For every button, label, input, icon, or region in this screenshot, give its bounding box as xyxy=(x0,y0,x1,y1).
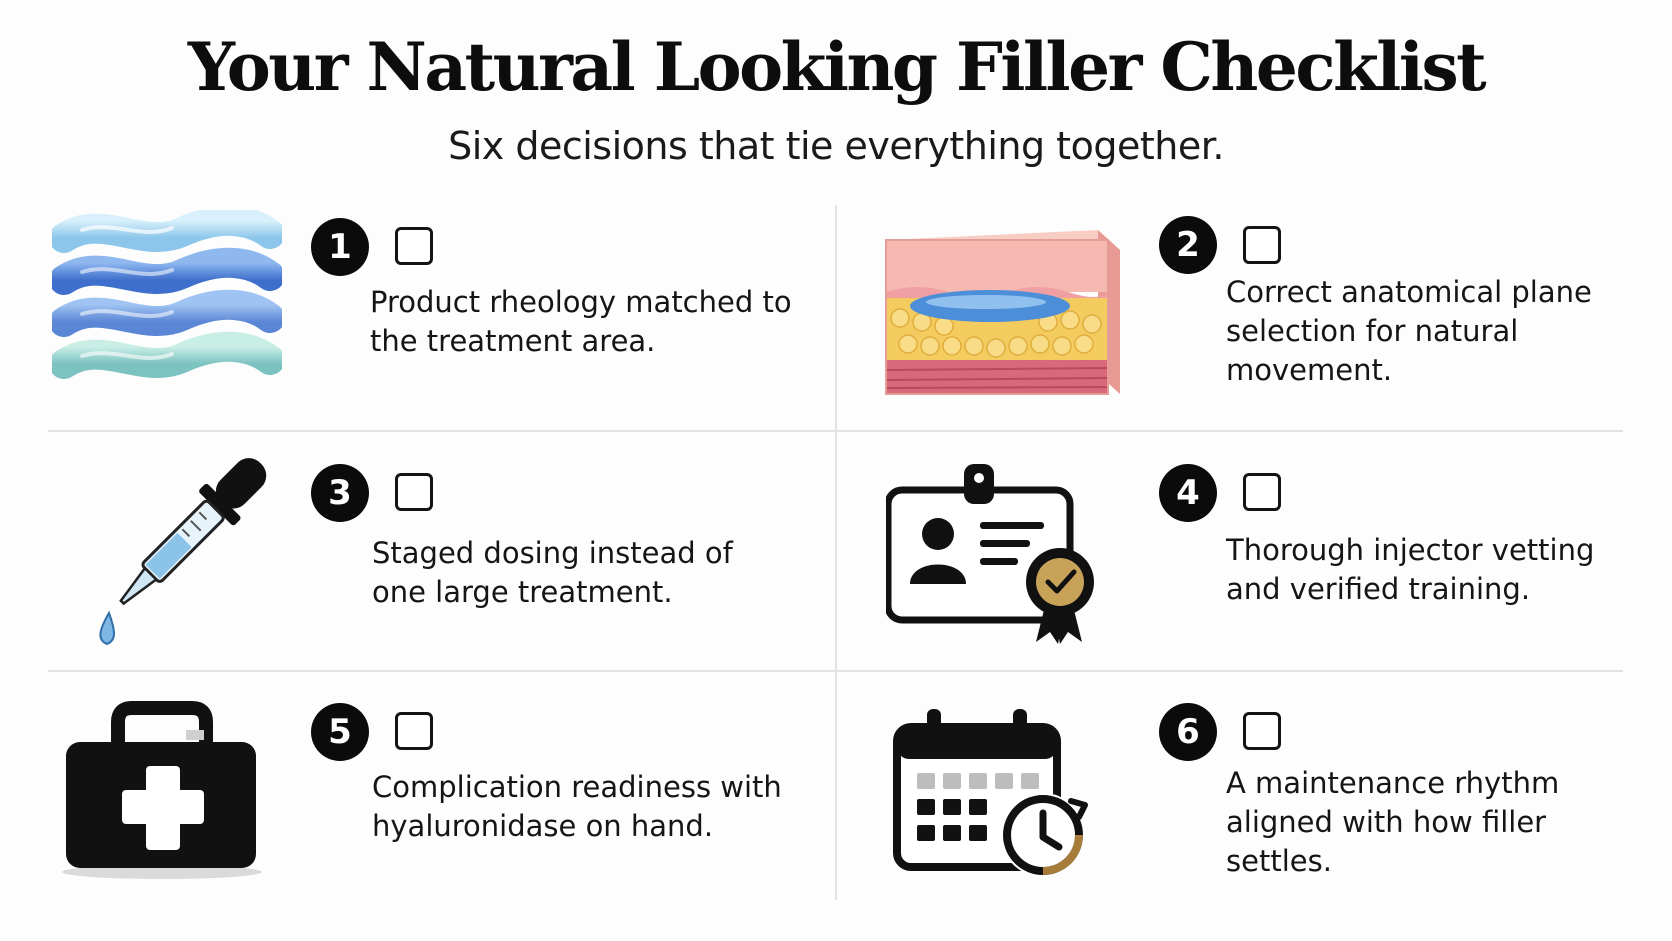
skin-layers-icon xyxy=(885,230,1120,395)
item-text-6: A maintenance rhythm aligned with how fi… xyxy=(1226,766,1560,878)
step-number-6: 6 xyxy=(1159,703,1217,761)
divider-row-2 xyxy=(48,670,1623,672)
item-text-1: Product rheology matched to the treatmen… xyxy=(370,285,792,358)
item-text-3: Staged dosing instead of one large treat… xyxy=(372,536,733,609)
dropper-icon xyxy=(99,458,267,646)
page-title: Your Natural Looking Filler Checklist xyxy=(187,28,1487,106)
item-text-2: Correct anatomical plane selection for n… xyxy=(1226,275,1592,387)
page-subtitle: Six decisions that tie everything togeth… xyxy=(448,124,1224,168)
checkbox-3[interactable] xyxy=(395,473,433,511)
checkbox-4[interactable] xyxy=(1243,473,1281,511)
item-text-5: Complication readiness with hyaluronidas… xyxy=(372,770,782,843)
divider-vertical xyxy=(835,205,837,900)
step-number-5: 5 xyxy=(311,703,369,761)
medical-kit-icon xyxy=(62,701,262,879)
gel-waves-icon xyxy=(52,210,282,379)
step-number-4: 4 xyxy=(1159,464,1217,522)
divider-row-1 xyxy=(48,430,1623,432)
checkbox-2[interactable] xyxy=(1243,226,1281,264)
id-badge-icon xyxy=(886,464,1094,644)
checkbox-1[interactable] xyxy=(395,227,433,265)
step-number-1: 1 xyxy=(311,218,369,276)
step-number-3: 3 xyxy=(311,464,369,522)
item-text-4: Thorough injector vetting and verified t… xyxy=(1226,533,1595,606)
step-number-2: 2 xyxy=(1159,216,1217,274)
calendar-clock-icon xyxy=(893,709,1088,877)
checkbox-6[interactable] xyxy=(1243,712,1281,750)
checkbox-5[interactable] xyxy=(395,712,433,750)
